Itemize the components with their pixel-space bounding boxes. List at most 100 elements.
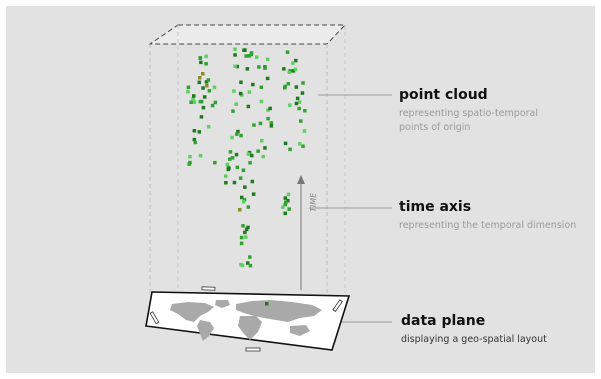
data-point <box>283 196 288 200</box>
data-point <box>246 152 251 156</box>
point-cloud-desc-line2: points of origin <box>399 122 471 133</box>
data-point <box>295 96 300 101</box>
data-point <box>205 84 209 88</box>
data-point <box>259 85 264 89</box>
data-point <box>266 116 270 121</box>
data-point <box>297 100 302 104</box>
data-point <box>243 230 247 235</box>
data-point <box>298 142 302 146</box>
data-point <box>230 135 234 140</box>
data-point <box>261 154 265 159</box>
data-point <box>198 99 203 104</box>
time-axis-label: TIME <box>309 192 318 212</box>
data-point <box>283 202 287 207</box>
data-point <box>204 62 208 66</box>
data-point <box>245 67 250 71</box>
data-point <box>249 52 253 57</box>
data-point <box>286 198 290 203</box>
data-point <box>204 80 209 84</box>
data-point <box>251 82 255 87</box>
data-point <box>230 156 235 160</box>
data-point <box>225 162 230 167</box>
data-point <box>238 208 242 212</box>
plane-tab-left <box>149 311 160 325</box>
data-point <box>248 263 253 268</box>
data-point <box>201 86 205 90</box>
data-point <box>228 150 233 154</box>
plane-tab-top <box>201 286 216 291</box>
data-point <box>224 174 228 178</box>
data-point <box>291 61 295 65</box>
data-point <box>282 67 286 71</box>
data-point <box>241 224 245 228</box>
data-point <box>246 261 250 265</box>
data-point <box>252 123 256 127</box>
data-point <box>213 100 218 105</box>
data-point <box>236 129 240 134</box>
data-point <box>192 129 197 133</box>
data-point <box>232 180 237 185</box>
data-point <box>294 85 299 89</box>
data-point <box>247 90 252 94</box>
data-point <box>210 103 215 108</box>
data-point <box>248 255 252 259</box>
data-point <box>287 70 291 74</box>
data-point <box>265 302 269 306</box>
data-point <box>243 48 247 52</box>
data-point <box>255 55 259 59</box>
data-point <box>204 54 208 59</box>
data-point <box>263 66 267 70</box>
continent-north-america <box>170 302 214 322</box>
data-point <box>244 54 248 58</box>
data-point <box>269 124 274 128</box>
data-point <box>189 100 193 104</box>
data-point <box>198 76 202 80</box>
data-point <box>246 104 251 109</box>
point-cloud-title: point cloud <box>399 87 488 103</box>
point-cloud <box>186 47 307 306</box>
data-point <box>266 57 270 62</box>
data-point <box>286 82 291 86</box>
data-point <box>191 97 195 101</box>
time-axis-arrowhead <box>297 175 305 184</box>
continent-south-america <box>197 320 214 341</box>
data-point <box>232 89 236 93</box>
data-point <box>250 153 254 158</box>
data-point <box>234 102 238 106</box>
data-point <box>207 89 212 93</box>
data-point <box>192 137 197 142</box>
data-point <box>239 80 243 84</box>
data-point <box>235 64 239 69</box>
data-point <box>240 263 245 268</box>
data-point <box>297 106 301 111</box>
data-point <box>186 85 191 89</box>
data-point <box>240 195 244 200</box>
data-point <box>247 54 252 58</box>
data-point <box>199 60 203 65</box>
data-point <box>193 140 198 145</box>
data-point <box>227 166 231 170</box>
data-point <box>256 149 260 153</box>
data-point <box>238 176 243 180</box>
data-point <box>239 235 244 240</box>
data-point <box>251 192 256 196</box>
data-point <box>224 181 228 185</box>
data-point <box>199 115 204 119</box>
data-point <box>284 200 288 204</box>
data-point <box>198 56 202 60</box>
data-point <box>188 154 192 159</box>
data-point <box>303 109 307 113</box>
data-point <box>235 132 239 136</box>
data-point <box>246 225 250 230</box>
data-point <box>257 65 261 69</box>
data-point <box>233 53 237 57</box>
data-point <box>301 144 305 148</box>
data-point <box>197 130 201 134</box>
data-point <box>283 141 288 146</box>
data-point <box>198 154 203 158</box>
data-point <box>301 81 305 85</box>
data-point <box>242 198 247 202</box>
data-point <box>259 99 264 104</box>
